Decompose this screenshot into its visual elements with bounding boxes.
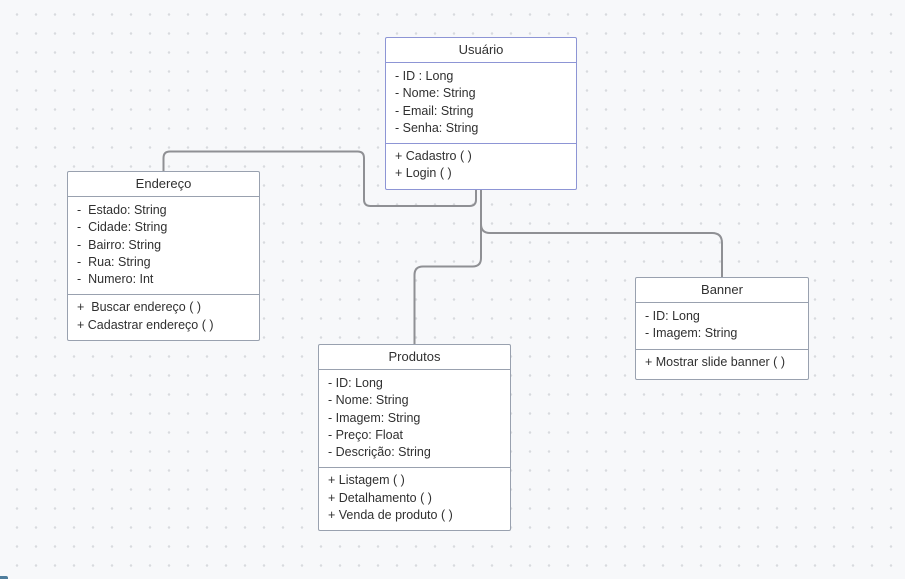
class-usuario-attributes: - ID : Long - Nome: String - Email: Stri… (386, 63, 576, 143)
attribute-row: - Senha: String (395, 120, 479, 135)
attribute-row: - Rua: String (77, 254, 151, 269)
attribute-row: - ID: Long (328, 376, 383, 390)
class-endereco-attributes: - Estado: String - Cidade: String - Bair… (68, 197, 259, 294)
attribute-row: - Cidade: String (77, 220, 168, 235)
class-endereco[interactable]: Endereço - Estado: String - Cidade: Stri… (67, 171, 260, 342)
class-produtos[interactable]: Produtos - ID: Long - Nome: String - Ima… (318, 344, 511, 532)
attribute-row: - Email: String (395, 103, 474, 118)
method-row: + Buscar endereço ( ) (77, 300, 202, 315)
method-row: + Detalhamento ( ) (328, 490, 432, 505)
class-produtos-title: Produtos (319, 345, 510, 370)
attribute-row: - Imagem: String (645, 326, 738, 341)
class-banner-methods: + Mostrar slide banner ( ) (636, 348, 808, 379)
method-row: + Mostrar slide banner ( ) (645, 354, 785, 369)
attribute-row: - Preço: Float (328, 427, 404, 442)
method-row: + Login ( ) (395, 166, 452, 181)
class-usuario-title: Usuário (386, 38, 576, 63)
connector-usuario-banner[interactable] (480, 187, 723, 278)
class-produtos-attributes: - ID: Long - Nome: String - Imagem: Stri… (319, 370, 510, 467)
class-produtos-methods: + Listagem ( ) + Detalhamento ( ) + Vend… (319, 467, 510, 530)
attribute-row: - Descrição: String (328, 445, 431, 460)
method-row: + Venda de produto ( ) (328, 508, 453, 523)
class-banner-attributes: - ID: Long - Imagem: String (636, 303, 808, 349)
attribute-row: - ID: Long (645, 309, 700, 323)
method-row: + Cadastro ( ) (395, 149, 472, 164)
method-row: + Cadastrar endereço ( ) (77, 317, 214, 332)
class-usuario[interactable]: Usuário - ID : Long - Nome: String - Ema… (385, 37, 577, 190)
class-banner[interactable]: Banner - ID: Long - Imagem: String + Mos… (635, 277, 809, 380)
attribute-row: - Imagem: String (328, 410, 421, 425)
method-row: + Listagem ( ) (328, 473, 405, 488)
connector-usuario-produtos[interactable] (413, 187, 482, 346)
class-endereco-methods: + Buscar endereço ( ) + Cadastrar endere… (68, 294, 259, 340)
class-banner-title: Banner (636, 278, 808, 303)
attribute-row: - Estado: String (77, 203, 167, 217)
horizontal-scrollbar-thumb[interactable] (0, 576, 8, 579)
attribute-row: - Bairro: String (77, 237, 162, 252)
class-usuario-methods: + Cadastro ( ) + Login ( ) (386, 143, 576, 189)
class-endereco-title: Endereço (68, 172, 259, 197)
connector-usuario-endereco[interactable] (162, 150, 477, 207)
attribute-row: - Nome: String (395, 86, 476, 101)
attribute-row: - Numero: Int (77, 272, 154, 287)
attribute-row: - ID : Long (395, 69, 454, 83)
attribute-row: - Nome: String (328, 393, 409, 408)
